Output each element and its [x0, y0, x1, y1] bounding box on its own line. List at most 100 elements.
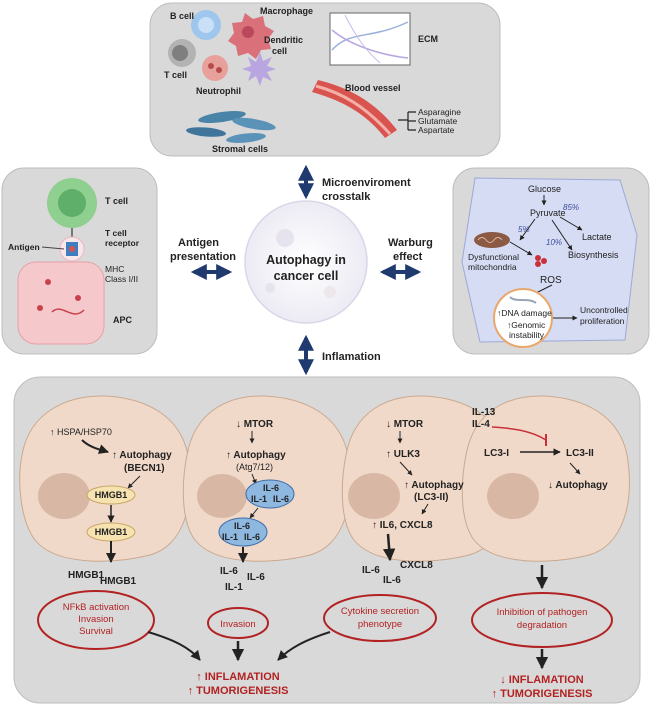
link-bottom: Inflamation	[322, 351, 381, 363]
c1-autophagy: ↑ Autophagy	[112, 450, 172, 461]
oval-pathogen-2: degradation	[517, 620, 567, 631]
c2-atg: (Atg7/12)	[236, 462, 273, 472]
oval-invasion	[207, 607, 269, 639]
microenvironment-panel: B cell Macrophage T cell Dendritic cell …	[149, 2, 501, 157]
c4-il13: IL-13	[472, 407, 496, 418]
mhc-label-1: MHC	[105, 264, 124, 274]
dendritic-label-2: cell	[272, 46, 287, 56]
macrophage-label: Macrophage	[260, 6, 313, 16]
oval-cytokine-1: Cytokine secretion	[341, 606, 419, 617]
genomic-label-1: ↑Genomic	[507, 320, 546, 330]
mhc-label-2: Class I/II	[105, 274, 138, 284]
lactate-label: Lactate	[582, 232, 612, 242]
outcome-left-2: ↑ TUMORIGENESIS	[188, 685, 289, 697]
c3-autophagy: ↑ Autophagy	[404, 480, 464, 491]
oval-invasion-text: Invasion	[220, 619, 255, 630]
dna-damage-label: ↑DNA damage	[497, 308, 552, 318]
cell-4-nucleus	[487, 473, 539, 519]
asparagine-label: Asparagine	[418, 107, 461, 117]
cell-4-body	[461, 395, 630, 562]
c3-mtor: ↓ MTOR	[386, 419, 424, 430]
outcome-right-2: ↑ TUMORIGENESIS	[492, 688, 593, 700]
uncontrolled-label-2: proliferation	[580, 316, 625, 326]
oval-nfkb	[37, 590, 155, 650]
cell-2-nucleus	[197, 474, 247, 518]
oval-nfkb-2: Invasion	[78, 614, 113, 625]
cell-3-nucleus	[348, 473, 400, 519]
receptor-label-1: T cell	[105, 228, 127, 238]
dendritic-cell-icon	[242, 52, 276, 86]
outcome-right-1: ↓ INFLAMATION	[500, 674, 584, 686]
neutrophil-label: Neutrophil	[196, 86, 241, 96]
dendritic-label-1: Dendritic	[264, 35, 303, 45]
glucose-label: Glucose	[528, 184, 561, 194]
dysfunctional-label-1: Dysfunctional	[468, 252, 519, 262]
c1-becn1: (BECN1)	[124, 463, 165, 474]
ecm-label: ECM	[418, 34, 438, 44]
c3-ulk3: ↑ ULK3	[386, 449, 420, 460]
link-arrows: Microenviroment crosstalk Antigen presen…	[170, 164, 433, 376]
pct-5-label: 5%	[518, 225, 530, 234]
apc-label: APC	[113, 315, 133, 325]
inflammation-panel: ↑ HSPA/HSP70 ↑ Autophagy (BECN1) HMGB1 H…	[13, 376, 641, 704]
c2-il6-c: IL-6	[234, 521, 250, 531]
antigen-t-cell-label: T cell	[105, 196, 128, 206]
mitochondria-icon	[474, 232, 510, 248]
outcome-left-1: ↑ INFLAMATION	[196, 671, 280, 683]
c1-out-2: HMGB1	[100, 576, 137, 587]
dna-damage-circle	[493, 288, 553, 348]
pyruvate-label: Pyruvate	[530, 208, 566, 218]
autophagy-cell-icon	[244, 200, 368, 324]
ros-label: ROS	[540, 275, 562, 286]
c4-lc3i: LC3-I	[484, 448, 509, 459]
c2-mtor: ↓ MTOR	[236, 419, 274, 430]
oval-cytokine	[323, 594, 437, 642]
c2-out-il1: IL-1	[225, 582, 243, 593]
c3-il6-cxcl8: ↑ IL6, CXCL8	[372, 520, 433, 531]
c4-autophagy: ↓ Autophagy	[548, 480, 608, 491]
c2-il-vesicle-2	[218, 517, 268, 547]
c2-il6-b: IL-6	[273, 494, 289, 504]
link-left-2: presentation	[170, 251, 236, 263]
c2-il6-d: IL-6	[244, 532, 260, 542]
c3-out-il6-a: IL-6	[362, 565, 380, 576]
c2-il1-b: IL-1	[222, 532, 238, 542]
blood-vessel-icon	[312, 80, 397, 138]
c2-out-il6-a: IL-6	[220, 566, 238, 577]
oval-nfkb-3: Survival	[79, 626, 113, 637]
warburg-panel: Glucose Pyruvate 85% Lactate 5% 10% Bios…	[452, 167, 650, 355]
c3-out-il6-b: IL-6	[383, 575, 401, 586]
neutrophil-icon	[202, 55, 228, 81]
glutamate-label: Glutamate	[418, 116, 457, 126]
c2-il1-a: IL-1	[251, 494, 267, 504]
center-title-1: Autophagy in	[266, 253, 346, 267]
c4-il4: IL-4	[472, 419, 490, 430]
antigen-panel: T cell T cell receptor Antigen MHC Class…	[1, 167, 158, 355]
stromal-label: Stromal cells	[212, 144, 268, 154]
c1-hsp: ↑ HSPA/HSP70	[50, 427, 112, 437]
c3-out-cxcl8: CXCL8	[400, 560, 433, 571]
c1-hmgb1-a: HMGB1	[95, 490, 128, 500]
oval-pathogen-1: Inhibition of pathogen	[497, 607, 588, 618]
b-cell-label: B cell	[170, 11, 194, 21]
link-top-1: Microenviroment	[322, 177, 411, 189]
link-top-2: crosstalk	[322, 191, 371, 203]
c1-hmgb1-b: HMGB1	[95, 527, 128, 537]
genomic-label-2: instability	[509, 330, 545, 340]
antigen-label: Antigen	[8, 242, 40, 252]
apc-cell-icon	[17, 261, 105, 345]
c2-autophagy: ↑ Autophagy	[226, 450, 286, 461]
c1-out-1: HMGB1	[68, 570, 105, 581]
c2-il6-a: IL-6	[263, 483, 279, 493]
oval-cytokine-2: phenotype	[358, 619, 402, 630]
center-autophagy: Autophagy in cancer cell	[244, 200, 368, 324]
center-title-2: cancer cell	[274, 269, 339, 283]
aspartate-label: Aspartate	[418, 125, 455, 135]
oval-nfkb-1: NFkB activation	[63, 602, 130, 613]
receptor-label-2: receptor	[105, 238, 140, 248]
oval-pathogen	[471, 592, 613, 648]
link-left-1: Antigen	[178, 237, 219, 249]
link-right-1: Warburg	[388, 237, 433, 249]
